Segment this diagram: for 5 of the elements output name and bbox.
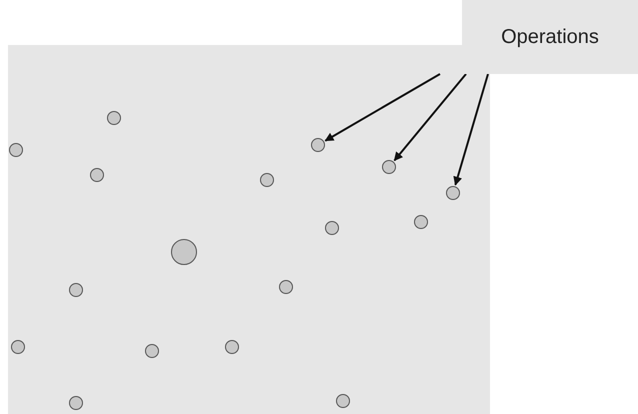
arrow: [453, 74, 489, 186]
label-panel: [462, 0, 638, 74]
panel-title: Operations: [501, 26, 599, 48]
arrow: [394, 73, 467, 162]
arrow: [324, 73, 440, 142]
